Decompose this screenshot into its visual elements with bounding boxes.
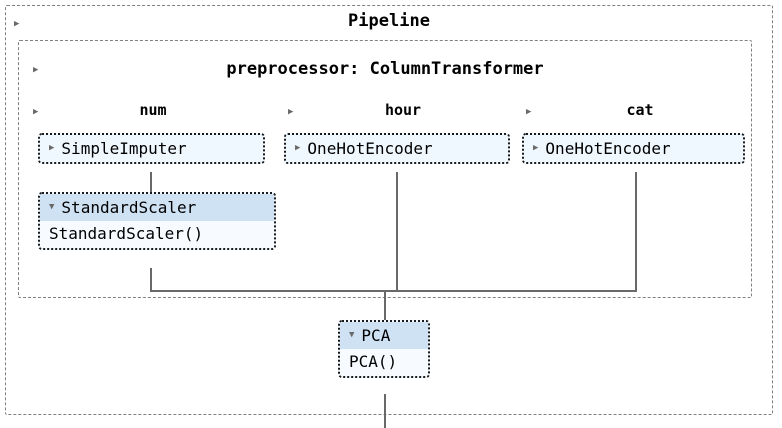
pipeline-toggle-triangle-icon[interactable]: ▶ xyxy=(14,19,20,29)
estimator-onehotencoder-cat[interactable]: ▶ OneHotEncoder xyxy=(522,133,745,164)
column-num-toggle-triangle-icon[interactable]: ▶ xyxy=(33,107,39,117)
estimator-simpleimputer-label: SimpleImputer xyxy=(61,139,187,158)
preprocessor-toggle-triangle-icon[interactable]: ▶ xyxy=(33,65,39,75)
estimator-standardscaler-label: StandardScaler xyxy=(61,198,197,217)
estimator-pca[interactable]: ▼ PCA PCA() xyxy=(338,320,430,378)
estimator-simpleimputer-header[interactable]: ▶ SimpleImputer xyxy=(40,135,263,162)
connector-merge-to-pca xyxy=(384,290,386,320)
estimator-onehotencoder-hour-label: OneHotEncoder xyxy=(307,139,433,158)
estimator-pca-label: PCA xyxy=(361,326,391,345)
onehotencoder-hour-toggle-triangle-icon[interactable]: ▶ xyxy=(295,143,301,153)
estimator-pca-repr: PCA() xyxy=(340,349,428,376)
estimator-onehotencoder-cat-label: OneHotEncoder xyxy=(545,139,671,158)
estimator-standardscaler[interactable]: ▼ StandardScaler StandardScaler() xyxy=(38,192,276,250)
connector-hour-to-merge xyxy=(396,172,398,292)
preprocessor-title: preprocessor: ColumnTransformer xyxy=(226,59,544,79)
pipeline-title: Pipeline xyxy=(348,11,430,31)
estimator-onehotencoder-cat-header[interactable]: ▶ OneHotEncoder xyxy=(524,135,743,162)
connector-pca-output xyxy=(384,394,386,428)
standardscaler-toggle-triangle-icon[interactable]: ▼ xyxy=(49,202,55,212)
estimator-simpleimputer[interactable]: ▶ SimpleImputer xyxy=(38,133,265,164)
connector-num-to-merge xyxy=(150,268,152,292)
column-header-num: num xyxy=(139,101,167,119)
pipeline-container[interactable] xyxy=(5,5,773,415)
column-cat-toggle-triangle-icon[interactable]: ▶ xyxy=(526,107,532,117)
estimator-standardscaler-repr: StandardScaler() xyxy=(40,221,274,248)
connector-num-imputer-to-scaler xyxy=(150,172,152,192)
estimator-onehotencoder-hour[interactable]: ▶ OneHotEncoder xyxy=(284,133,510,164)
column-hour-toggle-triangle-icon[interactable]: ▶ xyxy=(288,107,294,117)
connector-merge-bar xyxy=(150,290,637,292)
column-header-hour: hour xyxy=(384,101,422,119)
connector-cat-to-merge xyxy=(635,172,637,292)
estimator-onehotencoder-hour-header[interactable]: ▶ OneHotEncoder xyxy=(286,135,508,162)
simpleimputer-toggle-triangle-icon[interactable]: ▶ xyxy=(49,143,55,153)
onehotencoder-cat-toggle-triangle-icon[interactable]: ▶ xyxy=(533,143,539,153)
estimator-standardscaler-header[interactable]: ▼ StandardScaler xyxy=(40,194,274,221)
pca-toggle-triangle-icon[interactable]: ▼ xyxy=(349,330,355,340)
estimator-pca-header[interactable]: ▼ PCA xyxy=(340,322,428,349)
column-header-cat: cat xyxy=(626,101,654,119)
